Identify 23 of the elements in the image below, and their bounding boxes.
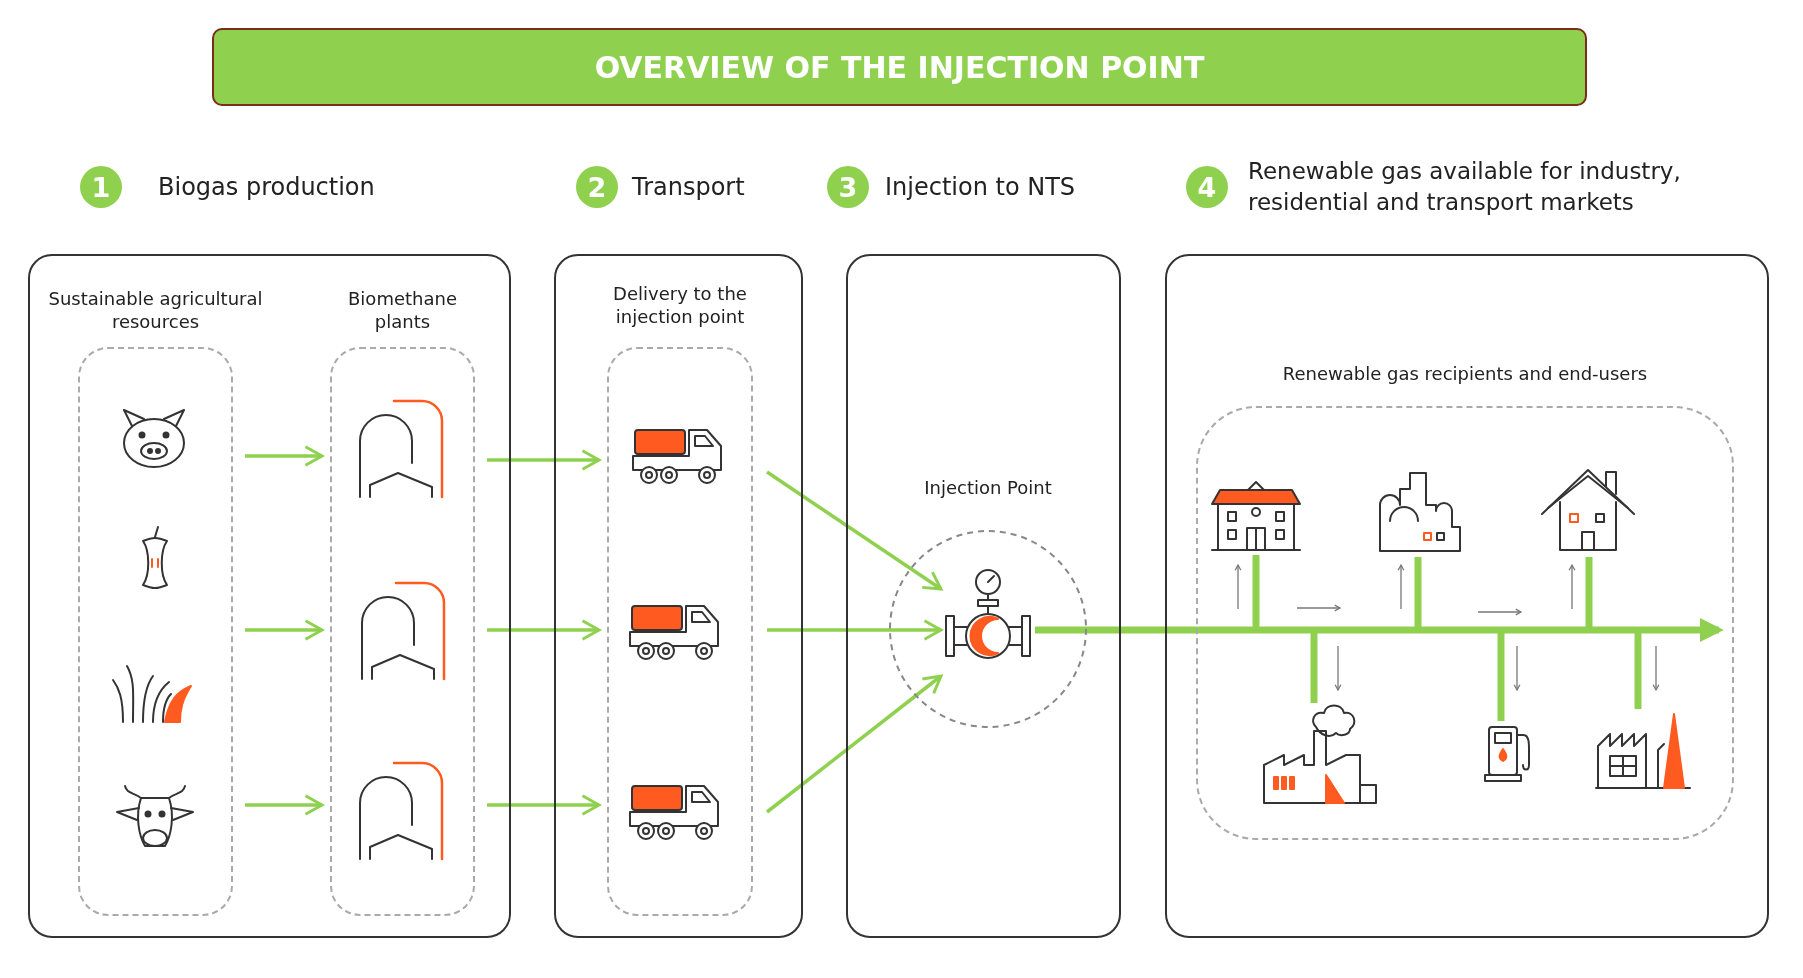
step-heading: Injection to NTS <box>885 172 1077 203</box>
group-heading: Delivery to the injection point <box>612 282 748 328</box>
group-heading: Biomethane plants <box>347 287 458 333</box>
arrow <box>245 445 324 467</box>
step-number: 2 <box>576 166 618 208</box>
arrow <box>766 470 943 591</box>
step-heading: Transport <box>632 172 746 203</box>
group-heading: Renewable gas recipients and end-users <box>1281 362 1649 385</box>
arrow <box>245 619 324 641</box>
step-number: 1 <box>80 166 122 208</box>
arrow <box>765 674 943 814</box>
arrow <box>487 794 601 816</box>
node-label: Injection Point <box>923 476 1053 499</box>
arrow <box>487 449 601 471</box>
step-number: 3 <box>827 166 869 208</box>
arrow <box>487 619 601 641</box>
arrow <box>245 794 324 816</box>
step-number: 4 <box>1186 166 1228 208</box>
step-heading: Biogas production <box>158 172 376 203</box>
step-heading: Renewable gas available for industry, residential and transport markets <box>1248 157 1682 217</box>
title-banner: OVERVIEW OF THE INJECTION POINT <box>212 28 1587 106</box>
group-heading: Sustainable agricultural resources <box>47 287 264 333</box>
arrow <box>767 619 943 641</box>
